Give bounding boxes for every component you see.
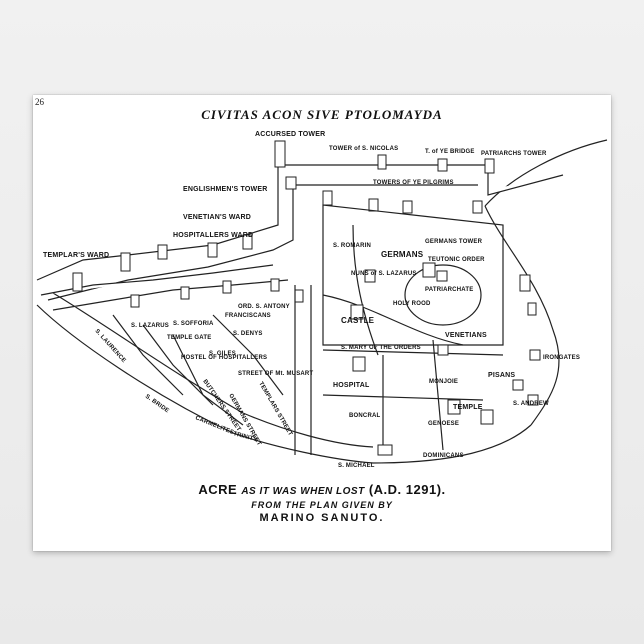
internal-road [432,339,444,451]
caption-phrase: AS IT WAS WHEN LOST [241,486,365,497]
tower-icon [402,200,413,214]
label-towers-pilgrims: TOWERS OF YE PILGRIMS [373,180,454,186]
label-ord-s-antony: ORD. S. ANTONY [238,304,290,310]
tower-icon [72,272,83,292]
map-title: CIVITAS ACON SIVE PTOLOMAYDA [201,107,443,122]
garden-oval [404,264,482,326]
label-pisans: PISANS [488,372,515,379]
coastline-south [484,205,560,426]
label-boncral: BONCRAL [349,413,381,419]
inner-wall-curve [52,292,374,448]
label-castle: CASTLE [341,316,375,325]
genoese-building-icon [447,399,461,415]
internal-road [142,324,214,406]
tower-icon [120,252,131,272]
pisans-building-icon [512,379,524,391]
label-temple: TEMPLE [453,404,483,411]
caption-line-1: ACRE AS IT WAS WHEN LOST (A.D. 1291). [33,482,611,497]
s-andrew-building-icon [527,394,539,406]
internal-road [322,394,484,401]
label-patriarchs-tower: PATRIARCHS TOWER [481,151,547,157]
label-hospitallers-ward: HOSPITALLERS WARD [173,232,253,239]
label-franciscans: FRANCISCANS [225,313,271,319]
tower-icon [157,244,168,260]
temple-building-icon [480,409,494,425]
castle-enclosure [322,204,504,346]
label-genoese: GENOESE [428,421,459,427]
coastline-east [484,139,608,207]
internal-road [322,294,464,346]
boncral-building-icon [377,444,393,456]
label-nuns: NUNS of S. LAZARUS [351,271,417,277]
tower-icon [368,198,379,212]
irongates-tower-icon [527,302,537,316]
tower-icon [222,280,232,294]
label-s-andrew: S. ANDREW [513,401,549,407]
church-icon [364,269,376,283]
internal-road [212,314,284,396]
label-venetians-ward: VENETIAN'S WARD [183,214,251,221]
corner-mark: 26 [35,97,44,107]
label-germans: GERMANS [381,250,424,259]
label-teutonic-order: TEUTONIC ORDER [428,257,485,263]
castle-building-icon [350,304,364,320]
label-bridge: T. of YE BRIDGE [425,149,475,155]
label-irongates: IRONGATES [543,355,580,361]
teutonic-building-icon [436,270,448,282]
caption-date: (A.D. 1291). [368,482,446,497]
accursed-tower-icon [274,140,286,168]
label-hostel-hospitallers: HOSTEL OF HOSPITALLERS [181,355,267,361]
harbor-tower-icon [519,274,531,292]
tower-icon [207,242,218,258]
internal-road [112,314,184,396]
label-s-giles: S. GILES [209,351,236,357]
caption-place: ACRE [198,482,238,497]
label-englishmens-tower: ENGLISHMEN'S TOWER [183,186,267,193]
label-s-lazarus: S. LAZARUS [131,323,169,329]
label-temple-gate: TEMPLE GATE [167,335,211,341]
label-s-sofforia: S. SOFFORIA [173,321,214,327]
label-street-musart: STREET OF Mt. MUSART [238,371,313,377]
label-templars-street: TEMPLARS STREET [257,381,293,437]
tower-nicolas-icon [377,154,387,170]
map-poster: 26 CIVITAS ACON SIVE PTOLOMAYDA [33,95,611,551]
label-s-mary-orders: S. MARY OF THE ORDERS [341,345,421,351]
label-holy-rood: HOLY ROOD [393,301,431,307]
outer-wall-curve [36,304,532,464]
internal-road [322,349,504,356]
internal-road [352,224,379,356]
irongates-building-icon [529,349,541,361]
label-patriarchate: PATRIARCHATE [425,287,473,293]
caption-line-2: FROM THE PLAN GIVEN BY [251,500,393,510]
tower-icon [242,234,253,250]
teutonic-building-icon [422,262,436,278]
tower-icon [322,190,333,206]
label-hospital: HOSPITAL [333,382,370,389]
bridge-tower-icon [437,158,448,172]
hospital-building-icon [352,356,366,372]
label-s-romarin: S. ROMARIN [333,243,371,249]
tower-icon [294,289,304,303]
patriarchs-tower-icon [484,158,495,174]
tower-icon [180,286,190,300]
tower-icon [472,200,483,214]
label-templars-ward: TEMPLAR'S WARD [43,252,109,259]
label-s-laurence: S. LAURENCE [94,328,127,364]
label-monjoie: MONJOIE [429,379,458,385]
label-germans-tower: GERMANS TOWER [425,239,483,245]
tower-icon [130,294,140,308]
label-accursed-tower: ACCURSED TOWER [255,131,325,138]
monjoie-building-icon [437,344,449,356]
label-venetians: VENETIANS [445,332,487,339]
englishmen-tower-icon [285,176,297,190]
label-s-denys: S. DENYS [233,331,263,337]
acre-city-map: ACCURSED TOWER TOWER of S. NICOLAS T. of… [36,131,608,469]
caption-line-3: MARINO SANUTO. [259,512,385,524]
label-s-michael: S. MICHAEL [338,463,375,469]
label-dominicans: DOMINICANS [423,453,464,459]
label-tower-s-nicolas: TOWER of S. NICOLAS [329,146,398,152]
tower-icon [270,278,280,292]
